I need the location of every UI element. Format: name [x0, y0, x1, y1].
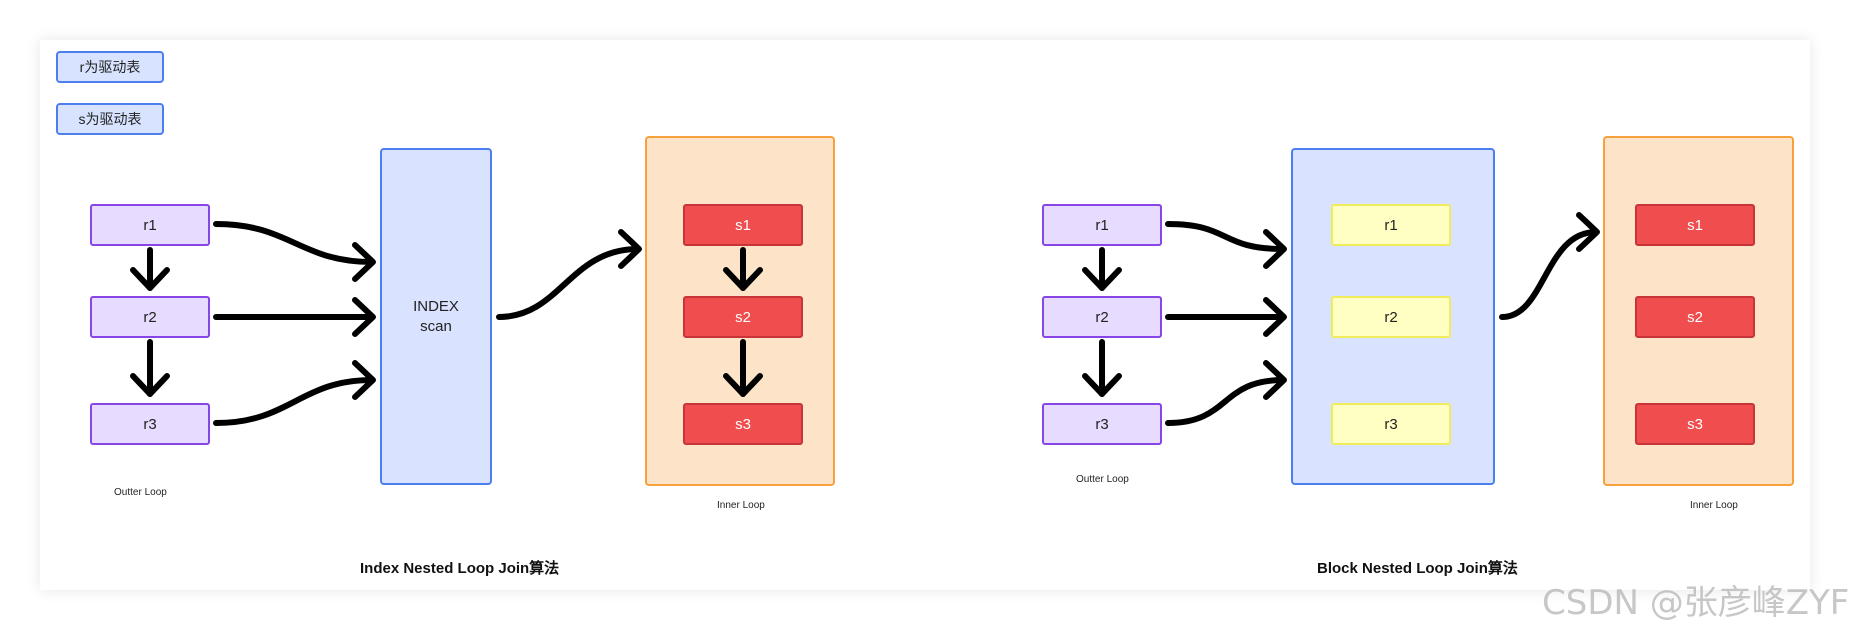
right-outer-r3: r3 [1042, 403, 1162, 445]
right-outer-r2: r2 [1042, 296, 1162, 338]
watermark: CSDN @张彦峰ZYF [1542, 583, 1850, 623]
left-index-panel [380, 148, 492, 485]
left-outer-r1: r1 [90, 204, 210, 246]
diagram-canvas [40, 40, 1810, 590]
left-diagram-title: Index Nested Loop Join算法 [360, 560, 560, 577]
left-inner-caption: Inner Loop [717, 500, 765, 511]
right-buffer-r3: r3 [1331, 403, 1451, 445]
legend-s-driver: s为驱动表 [56, 103, 164, 135]
left-inner-s1: s1 [683, 204, 803, 246]
right-inner-s2: s2 [1635, 296, 1755, 338]
index-label-line2: scan [420, 318, 452, 335]
left-index-label: INDEX scan [381, 297, 491, 337]
right-buffer-r1: r1 [1331, 204, 1451, 246]
left-inner-s3: s3 [683, 403, 803, 445]
right-outer-caption: Outter Loop [1076, 474, 1129, 485]
right-inner-s3: s3 [1635, 403, 1755, 445]
right-buffer-r2: r2 [1331, 296, 1451, 338]
index-label-line1: INDEX [413, 298, 459, 315]
right-inner-caption: Inner Loop [1690, 500, 1738, 511]
left-inner-s2: s2 [683, 296, 803, 338]
left-outer-r3: r3 [90, 403, 210, 445]
left-outer-r2: r2 [90, 296, 210, 338]
legend-r-driver: r为驱动表 [56, 51, 164, 83]
right-diagram-title: Block Nested Loop Join算法 [1317, 560, 1518, 577]
right-outer-r1: r1 [1042, 204, 1162, 246]
right-inner-s1: s1 [1635, 204, 1755, 246]
left-outer-caption: Outter Loop [114, 487, 167, 498]
